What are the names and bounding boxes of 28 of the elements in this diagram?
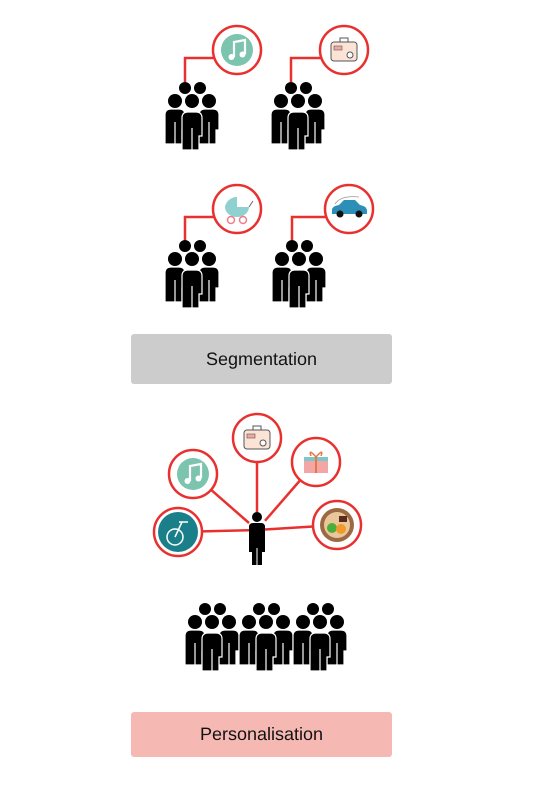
- crowd-icon: [271, 82, 325, 150]
- connector-line: [264, 479, 302, 522]
- connector-line: [184, 56, 214, 82]
- section-label-box: [131, 712, 392, 757]
- connector-line: [290, 56, 322, 82]
- icon-circle: [311, 499, 363, 551]
- icon-circle: [231, 412, 283, 464]
- connector-line: [290, 216, 326, 240]
- crowd-icon: [272, 240, 326, 308]
- icon-circle: [211, 24, 263, 76]
- icon-circle: [318, 24, 370, 76]
- connector-line: [264, 525, 314, 531]
- section-title: Segmentation: [206, 348, 318, 370]
- connector-line: [202, 528, 250, 533]
- section-label-box: [131, 334, 392, 384]
- icon-circle: [290, 436, 342, 488]
- icon-circle: [167, 448, 219, 500]
- connector-line: [210, 488, 250, 524]
- icon-circle: [323, 183, 375, 235]
- person-icon: [249, 512, 265, 565]
- connector-line: [256, 462, 258, 512]
- icon-circle: [211, 183, 263, 235]
- connector-line: [184, 216, 214, 240]
- crowd-icon: [165, 240, 219, 308]
- crowd-icon: [165, 82, 219, 150]
- section-title: Personalisation: [200, 724, 324, 745]
- crowd-icon: [185, 603, 347, 672]
- icon-circle: [152, 506, 204, 558]
